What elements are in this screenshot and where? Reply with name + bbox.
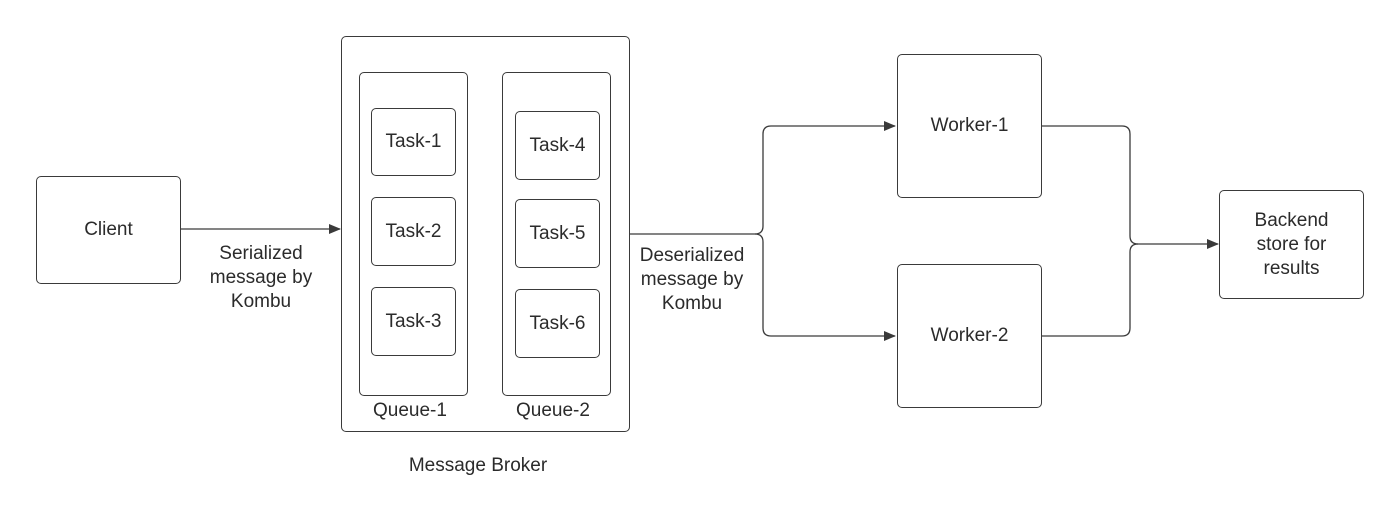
queue-2-label: Queue-2: [516, 400, 590, 421]
arrow-label-deserialized: Deserialized message by Kombu: [639, 245, 745, 314]
message-broker-label: Message Broker: [408, 455, 548, 476]
client-node: Client: [36, 176, 181, 284]
task-3: Task-3: [371, 287, 456, 356]
task-4: Task-4: [515, 111, 600, 180]
task-1: Task-1: [371, 108, 456, 176]
arrow-broker-to-worker-2: [754, 233, 896, 341]
queue-1-label: Queue-1: [373, 400, 447, 421]
backend-store: Backend store for results: [1219, 190, 1364, 299]
connector-worker-2-to-backend: [1041, 243, 1139, 337]
connector-worker-1-to-backend: [1041, 125, 1219, 249]
connector-broker-split: [629, 121, 896, 235]
arrow-label-serialized: Serialized message by Kombu: [209, 243, 313, 312]
task-2: Task-2: [371, 197, 456, 266]
worker-1: Worker-1: [897, 54, 1042, 198]
client-label: Client: [84, 219, 133, 240]
task-6: Task-6: [515, 289, 600, 358]
backend-label: Backend store for results: [1254, 209, 1329, 279]
task-5: Task-5: [515, 199, 600, 268]
worker-2: Worker-2: [897, 264, 1042, 408]
